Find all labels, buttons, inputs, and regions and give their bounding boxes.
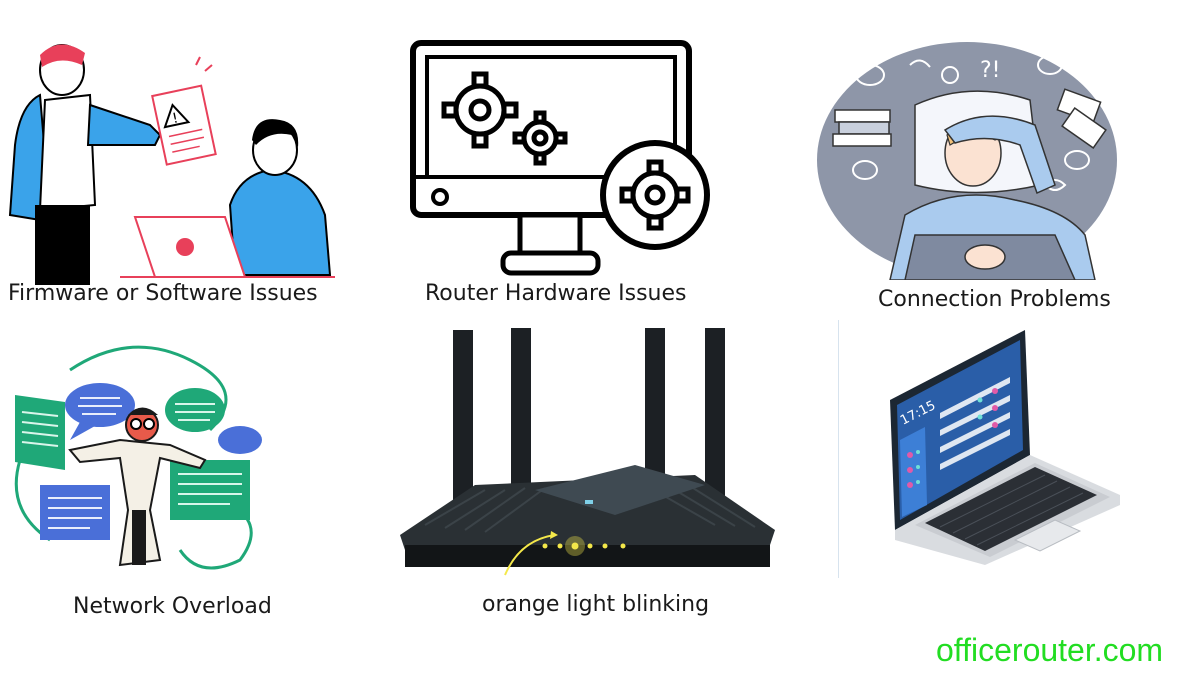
stressed-person-illustration: ?! [815, 35, 1120, 280]
router-photo [395, 320, 780, 580]
caption-overload: Network Overload [73, 594, 272, 619]
caption-connection: Connection Problems [878, 287, 1111, 312]
svg-text:!: ! [171, 110, 180, 127]
laptop-dashboard-illustration: 17:15 [885, 325, 1125, 575]
caption-firmware: Firmware or Software Issues [8, 281, 318, 306]
brand-watermark: officerouter.com [936, 632, 1164, 668]
caption-hardware: Router Hardware Issues [425, 281, 687, 306]
network-overload-illustration [10, 340, 280, 580]
divider-vertical [838, 320, 839, 578]
caption-blinking: orange light blinking [482, 592, 710, 617]
svg-text:?!: ?! [980, 58, 1001, 83]
monitor-gears-illustration [405, 35, 715, 280]
people-warning-illustration: ! [0, 35, 340, 285]
